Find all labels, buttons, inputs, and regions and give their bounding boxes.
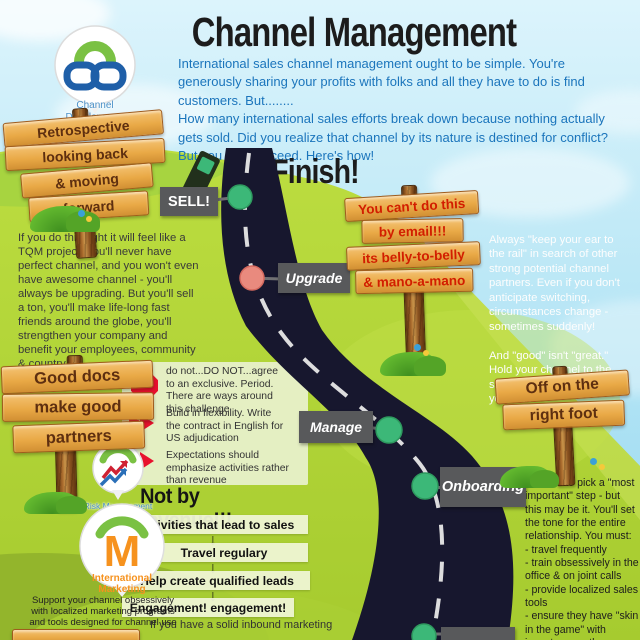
road-stop-upgrade: Upgrade [278,263,350,293]
marketing-caption: International Marketing [91,573,152,595]
milestone-dot-salmon [239,265,265,291]
marketing-m-icon: M [79,503,165,597]
svg-text:M: M [104,527,141,576]
flow-step: Travel regulary [140,543,308,562]
sign-plank-partial [12,629,140,640]
sign-plank: by email!!! [361,218,464,244]
flow-footer: If you have a solid inbound marketing [150,619,333,631]
flower-icon [86,216,92,222]
risk-management-badge [82,442,154,504]
down-arrow-icon: ↓ [209,532,217,549]
road-dashed-line [242,152,445,640]
sign-plank: & mano-a-mano [355,267,474,295]
road-stop-partial [441,627,515,640]
flower-icon [78,210,85,217]
trend-arrows-icon [92,442,144,500]
milestone-dot-green [375,416,403,444]
flower-icon [414,344,421,351]
sign-plank: make good [1,392,155,422]
sign-plank: Good docs [0,359,154,395]
grass-icon [500,466,559,488]
page-title: Channel Management [191,9,517,55]
flow-step: Activities that lead to sales [124,515,308,534]
down-arrow-icon: ↓ [209,560,217,577]
marketing-note: Support your channel obsessively with lo… [29,595,177,628]
chain-link-icon [54,25,136,114]
contract-item: Build in flexibility. Write the contract… [166,408,284,445]
grass-icon [24,492,88,514]
sign-good-docs: Good docs make good partners [0,354,155,512]
milestone-dot-green [411,623,437,640]
down-arrow-icon: ↓ [209,588,217,605]
intro-paragraph: International sales channel management o… [178,56,608,164]
contract-item: do not...DO NOT...agree to an exclusive.… [166,366,279,416]
finish-label: Finish! [271,153,360,191]
sign-plank: right foot [502,399,626,431]
flower-icon [590,458,597,465]
sign-plank: its belly-to-belly [345,241,481,271]
road-stop-sell: SELL! [160,187,218,216]
milestone-dot-green [227,184,253,210]
international-marketing-badge: M [70,502,174,598]
note-onboarding: It's hard to pick a "most important" ste… [525,477,639,640]
flower-icon [599,464,605,470]
sign-right-foot: Off on the right foot [494,365,632,487]
flow-step: Help create qualified leads [124,571,310,590]
sign-plank: partners [12,420,146,454]
grass-icon [380,352,446,376]
sign-retrospective: Retrospective looking back & moving forw… [2,107,170,259]
sign-email: You can't do this by email!!! its belly-… [344,184,481,371]
flower-icon [423,350,429,356]
channel-development-logo [52,24,138,116]
road-stop-manage: Manage [299,411,373,443]
contract-item: Expectations should emphasize activities… [166,450,290,487]
flow-step: Engagement! engagement! [122,598,294,617]
milestone-dot-green [411,472,439,500]
